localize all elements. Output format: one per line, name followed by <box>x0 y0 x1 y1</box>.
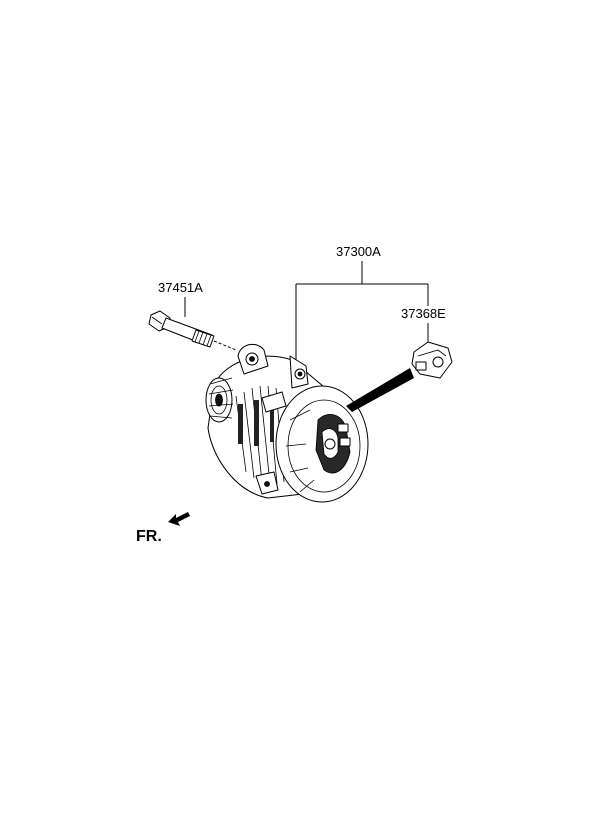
alternator-37300a <box>205 343 369 503</box>
callout-37451a: 37451A <box>158 280 203 295</box>
leader-lines <box>184 261 429 360</box>
front-arrow-icon <box>168 512 190 526</box>
bolt-37451a <box>148 310 237 351</box>
front-direction-indicator: FR. <box>136 512 190 545</box>
callout-37368e: 37368E <box>401 306 446 321</box>
connector-37368e <box>411 341 453 379</box>
direction-label: FR. <box>136 528 162 545</box>
connector-pointer <box>346 368 414 412</box>
callout-37300a: 37300A <box>336 244 381 259</box>
